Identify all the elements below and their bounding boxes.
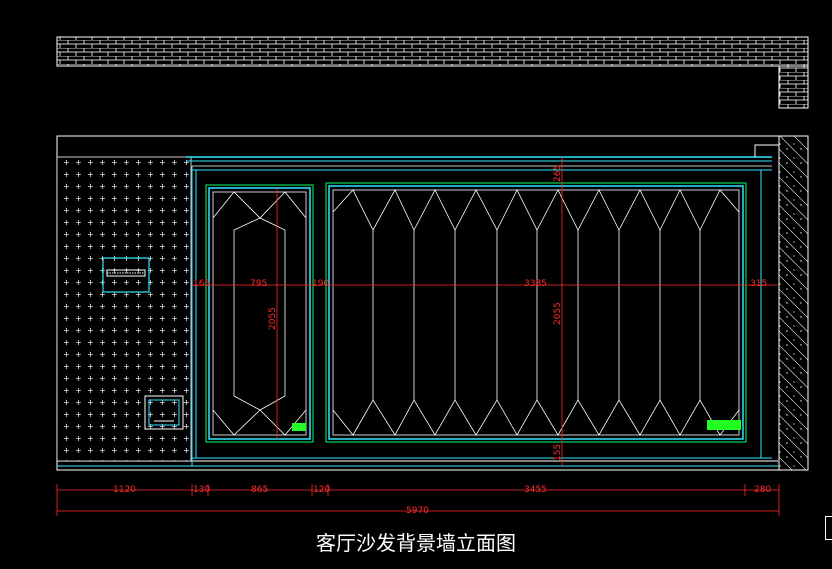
dim-seg-4: 120 — [313, 485, 330, 495]
dim-seg-2: 130 — [193, 485, 210, 495]
dim-bottom-gap: 155 — [553, 444, 563, 461]
dim-large-panel-width: 3385 — [524, 279, 547, 289]
corner-marker — [825, 516, 832, 540]
dim-seg-3: 865 — [251, 485, 268, 495]
dim-seg-6: 280 — [754, 485, 771, 495]
dim-right-gap: 315 — [750, 279, 767, 289]
socket-icon — [144, 395, 184, 430]
dim-large-panel-height: 2055 — [553, 302, 563, 325]
switch-panel-icon — [102, 257, 150, 293]
interior-dimensions: 165 795 190 3385 315 2055 2055 265 155 — [192, 157, 778, 466]
large-panel — [325, 182, 747, 443]
dim-middle-gap: 190 — [312, 279, 329, 289]
dim-total: 5970 — [406, 506, 429, 516]
cornice-trim — [186, 144, 779, 466]
dim-left-gap: 165 — [193, 279, 210, 289]
dim-small-panel-height: 2055 — [268, 307, 278, 330]
dim-seg-5: 3455 — [524, 485, 547, 495]
small-panel — [205, 184, 314, 443]
drawing-title: 客厅沙发背景墙立面图 — [316, 531, 516, 555]
dim-top-gap: 265 — [553, 165, 563, 182]
left-tile-panel — [56, 156, 192, 462]
wall-hatch-icon — [778, 135, 809, 471]
dim-seg-1: 1120 — [113, 485, 136, 495]
dimension-chain: 1120 130 865 120 3455 280 5970 — [56, 484, 780, 516]
dim-small-panel-width: 795 — [250, 279, 267, 289]
brick-plan-section — [56, 36, 809, 109]
